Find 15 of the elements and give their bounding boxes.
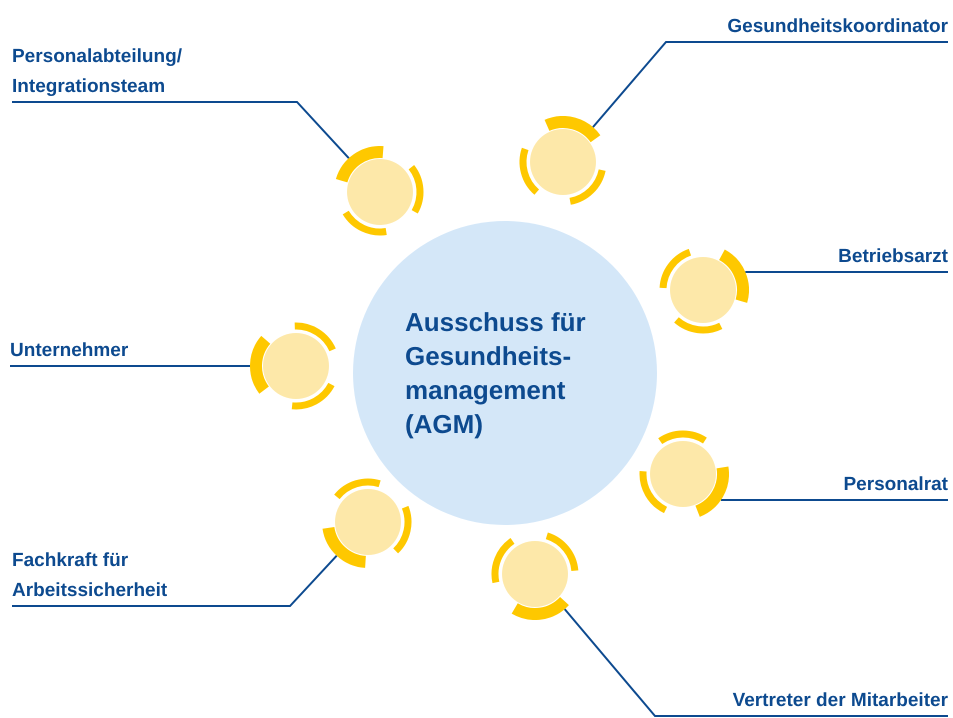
role-label: Fachkraft für Arbeitssicherheit xyxy=(12,546,212,606)
seat-icon xyxy=(322,476,414,568)
role-label: Unternehmer xyxy=(10,336,234,366)
role-label: Vertreter der Mitarbeiter xyxy=(655,686,948,716)
leader-line xyxy=(10,365,250,367)
role-label: Betriebsarzt xyxy=(760,242,948,272)
leader-line xyxy=(720,499,948,501)
role-label: Personalrat xyxy=(738,470,948,500)
seat-icon xyxy=(334,146,426,238)
role-label: Personalabteilung/ Integrationsteam xyxy=(12,42,242,102)
leader-line xyxy=(12,555,338,607)
committee-circle: Ausschuss für Gesundheits- management (AGM) xyxy=(353,221,657,525)
leader-line xyxy=(745,271,948,273)
role-label: Gesundheitskoordinator xyxy=(666,12,948,42)
leader-line xyxy=(12,101,350,159)
